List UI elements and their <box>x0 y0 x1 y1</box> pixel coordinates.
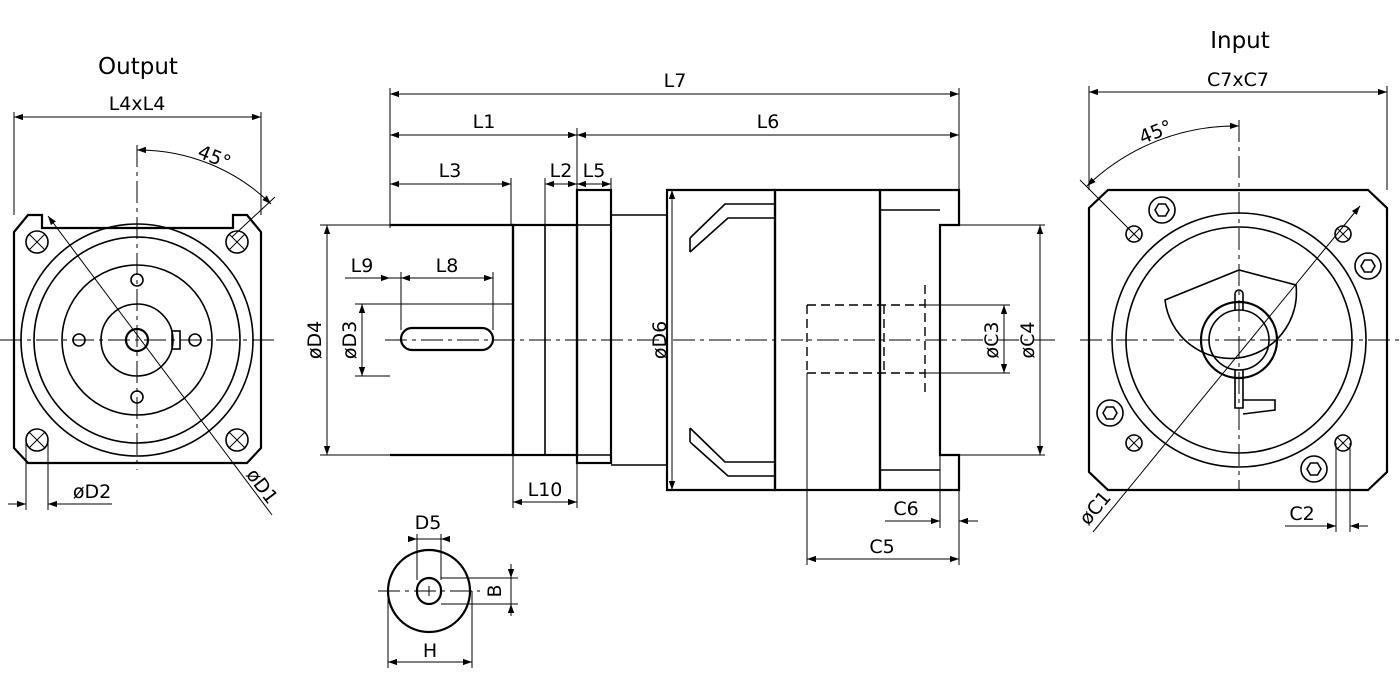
dim-c1-line <box>1092 205 1361 533</box>
dim-l4-label: L4xL4 <box>109 93 166 115</box>
output-angle-label: 45° <box>195 141 234 174</box>
dim-h-label: H <box>423 640 437 662</box>
clamp-ring <box>1164 269 1298 360</box>
input-angle-label: 45° <box>1136 116 1175 149</box>
dim-l9-label: L9 <box>351 255 374 277</box>
output-flange <box>12 213 263 465</box>
dim-l3-label: L3 <box>439 160 462 182</box>
output-angle-arc <box>136 146 272 205</box>
output-title: Output <box>98 54 178 80</box>
dim-l2-label: L2 <box>550 160 573 182</box>
input-view: Input C7xC7 <box>1075 28 1400 533</box>
dim-d1-label: øD1 <box>241 464 282 508</box>
dim-d1-line <box>47 215 273 516</box>
dim-l1-label: L1 <box>473 111 496 133</box>
shaft-section-view: D5 B H <box>378 512 518 668</box>
input-bore-hidden <box>806 304 925 374</box>
dim-c1-label: øC1 <box>1075 487 1116 529</box>
input-mount-holes <box>1125 225 1352 452</box>
dim-d2-label: øD2 <box>73 481 111 503</box>
keyway <box>399 326 495 352</box>
dim-c7-label: C7xC7 <box>1207 69 1269 91</box>
dim-l10-label: L10 <box>528 479 563 501</box>
dim-l6-label: L6 <box>757 111 780 133</box>
dim-l7-label: L7 <box>664 70 687 92</box>
dim-d5-label: D5 <box>415 512 442 534</box>
dim-c2-label: C2 <box>1289 503 1314 525</box>
input-title: Input <box>1210 28 1270 54</box>
input-flange <box>1087 188 1389 492</box>
dim-d4-label: øD4 <box>304 321 326 359</box>
dim-c6-label: C6 <box>893 498 918 520</box>
dim-c5-label: C5 <box>869 536 894 558</box>
dim-l5-label: L5 <box>583 160 606 182</box>
dim-b-label: B <box>484 584 506 597</box>
side-view: L7 L1 L6 L3 L2 L5 L9 L8 øD4 <box>304 70 1060 565</box>
dim-d3-label: øD3 <box>339 321 361 359</box>
flange <box>575 188 613 465</box>
output-view: Output L4xL4 45° <box>0 54 282 516</box>
socket-screws <box>1096 196 1382 483</box>
input-angle-arc <box>1086 122 1240 187</box>
dim-d6-label: øD6 <box>649 321 671 359</box>
dim-l8-label: L8 <box>436 255 459 277</box>
